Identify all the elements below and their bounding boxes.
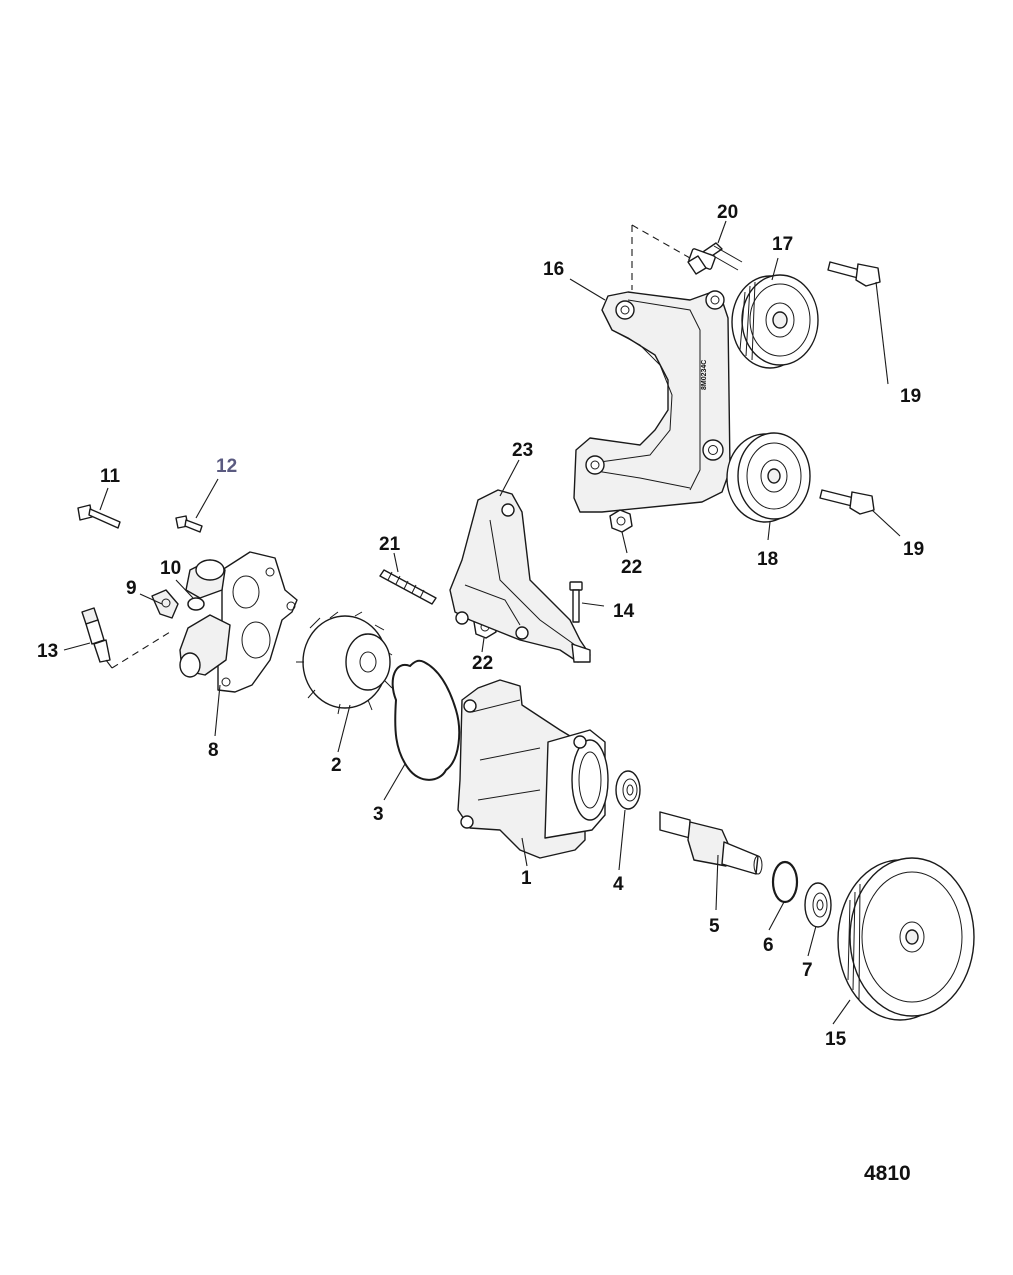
- callout-5: 5: [709, 916, 720, 937]
- part-13-sensor[interactable]: [81, 607, 111, 663]
- callout-22a: 22: [621, 557, 642, 578]
- callout-18: 18: [757, 549, 778, 570]
- figure-number: 4810: [864, 1162, 911, 1185]
- callout-12: 12: [216, 456, 237, 477]
- part-16-bracket[interactable]: 8M0234C: [573, 290, 731, 513]
- part-19-bolt-upper[interactable]: [827, 261, 881, 287]
- part-14-bolt[interactable]: [569, 581, 583, 623]
- callout-17: 17: [772, 234, 793, 255]
- part-19-bolt-lower[interactable]: [819, 489, 875, 515]
- callouts: 1 2 3 4 5 6 7 8 9 10 11 12 13 14 15 16 1…: [37, 202, 924, 1050]
- part-6-snap-ring[interactable]: [771, 860, 799, 904]
- part-22-nut-upper[interactable]: [609, 509, 633, 533]
- part-15-drive-pulley[interactable]: [837, 857, 975, 1021]
- part-23-bracket[interactable]: [449, 489, 591, 663]
- callout-16: 16: [543, 259, 564, 280]
- callout-11: 11: [100, 466, 121, 487]
- callout-1: 1: [521, 868, 532, 889]
- callout-10: 10: [160, 558, 181, 579]
- callout-22b: 22: [472, 653, 493, 674]
- callout-7: 7: [802, 960, 813, 981]
- callout-9: 9: [126, 578, 137, 599]
- part-9-plug[interactable]: [151, 589, 179, 619]
- callout-2: 2: [331, 755, 342, 776]
- callout-14: 14: [613, 601, 635, 622]
- part-3-gasket[interactable]: [391, 659, 461, 781]
- callout-4: 4: [613, 874, 624, 895]
- part-5-shaft[interactable]: [659, 811, 763, 875]
- part-17-idler-pulley[interactable]: [731, 274, 819, 369]
- part-7-seal[interactable]: [804, 882, 832, 928]
- part-18-idler-pulley[interactable]: [726, 432, 811, 523]
- callout-19a: 19: [900, 386, 921, 407]
- part-11-screw[interactable]: [77, 504, 121, 529]
- part-12-screw[interactable]: [175, 515, 203, 533]
- part-2-impeller[interactable]: [296, 611, 393, 715]
- callout-6: 6: [763, 935, 774, 956]
- part-20-bolt[interactable]: [687, 242, 743, 275]
- part-8-cover-plate[interactable]: [179, 551, 298, 693]
- callout-13: 13: [37, 641, 58, 662]
- leader-lines: [63, 220, 901, 1025]
- callout-3: 3: [373, 804, 384, 825]
- callout-20: 20: [717, 202, 738, 223]
- callout-21: 21: [379, 534, 401, 555]
- part-21-stud[interactable]: [379, 569, 437, 605]
- bracket-stamp: 8M0234C: [701, 360, 708, 390]
- callout-23: 23: [512, 440, 533, 461]
- part-1-pump-housing[interactable]: [457, 679, 609, 859]
- part-10-o-ring[interactable]: [187, 597, 205, 611]
- callout-15: 15: [825, 1029, 847, 1050]
- callout-19b: 19: [903, 539, 924, 560]
- part-4-seal[interactable]: [615, 770, 641, 810]
- callout-8: 8: [208, 740, 219, 761]
